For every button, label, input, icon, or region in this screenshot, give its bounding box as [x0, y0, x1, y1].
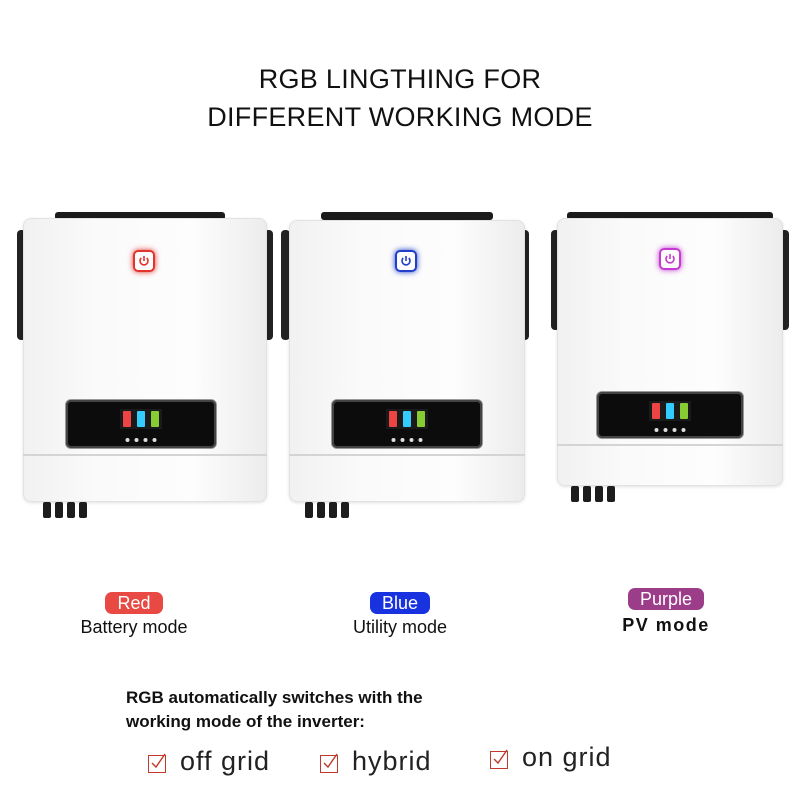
- mounting-bracket: [321, 212, 493, 220]
- option-hybrid: hybrid: [320, 746, 432, 777]
- cable-connectors: [43, 502, 87, 518]
- side-handle-left: [17, 230, 26, 340]
- panel-seam: [557, 444, 783, 446]
- panel-seam: [23, 454, 267, 456]
- inverter-body: [289, 220, 525, 502]
- side-handle-left: [551, 230, 560, 330]
- power-icon[interactable]: [659, 248, 681, 270]
- option-off-grid: off grid: [148, 746, 270, 777]
- lcd-display-panel: [66, 400, 216, 448]
- page-title: RGB LINGTHING FOR DIFFERENT WORKING MODE: [0, 60, 800, 136]
- mounting-bracket: [567, 212, 773, 220]
- checkbox-off-grid: [148, 753, 166, 773]
- lcd-screen: [649, 401, 691, 421]
- side-handle-right: [264, 230, 273, 340]
- color-pill-blue: Blue: [369, 592, 431, 614]
- inverter-body: [23, 218, 267, 502]
- mode-text-battery: Battery mode: [80, 617, 188, 637]
- control-keys: [391, 438, 423, 442]
- title-line-1: RGB LINGTHING FOR: [258, 64, 542, 94]
- checkmark-icon: [323, 753, 338, 768]
- cable-connectors: [305, 502, 349, 518]
- inverter-unit-red: [15, 208, 275, 528]
- color-pill-red: Red: [105, 592, 163, 614]
- control-keys: [654, 428, 686, 432]
- lcd-display-panel: [597, 392, 743, 438]
- checkmark-icon: [151, 753, 166, 768]
- mode-text-pv: PV mode: [622, 615, 710, 635]
- side-handle-left: [281, 230, 290, 340]
- option-label-hybrid: hybrid: [352, 746, 432, 776]
- power-icon[interactable]: [395, 250, 417, 272]
- title-line-2: DIFFERENT WORKING MODE: [207, 102, 593, 132]
- lcd-screen: [386, 409, 428, 429]
- control-keys: [125, 438, 157, 442]
- side-handle-right: [780, 230, 789, 330]
- option-label-off-grid: off grid: [180, 746, 271, 776]
- checkbox-on-grid: [490, 749, 508, 769]
- lcd-display-panel: [332, 400, 482, 448]
- option-label-on-grid: on grid: [522, 742, 612, 772]
- checkmark-icon: [493, 749, 508, 764]
- checkbox-hybrid: [320, 753, 338, 773]
- inverter-unit-purple: [547, 206, 793, 516]
- inverter-unit-blue: [281, 208, 531, 528]
- option-on-grid: on grid: [490, 742, 612, 773]
- note-line-1: RGB automatically switches with the: [126, 688, 423, 707]
- note-line-2: working mode of the inverter:: [126, 712, 365, 731]
- mounting-bracket: [55, 212, 225, 220]
- cable-connectors: [571, 486, 615, 502]
- lcd-screen: [120, 409, 162, 429]
- inverter-body: [557, 218, 783, 486]
- color-pill-purple: Purple: [627, 588, 705, 610]
- panel-seam: [289, 454, 525, 456]
- mode-label-purple: Purple PV mode: [566, 588, 766, 636]
- mode-text-utility: Utility mode: [352, 617, 448, 637]
- mode-label-red: Red Battery mode: [34, 592, 234, 638]
- rgb-note: RGB automatically switches with the work…: [126, 686, 423, 734]
- mode-label-blue: Blue Utility mode: [300, 592, 500, 638]
- power-icon[interactable]: [133, 250, 155, 272]
